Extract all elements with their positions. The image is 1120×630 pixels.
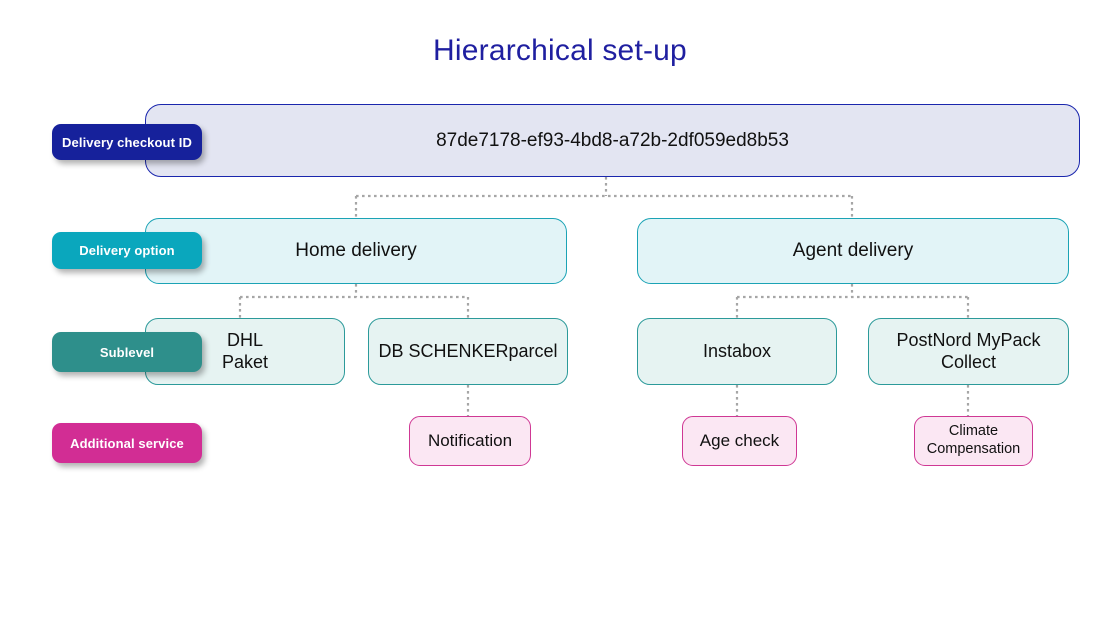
node-label: DB SCHENKERparcel (378, 340, 558, 361)
legend-pill-delivery-checkout-id[interactable]: Delivery checkout ID (52, 124, 202, 160)
node-label-line2: Collect (940, 351, 996, 372)
node-label: Age check (699, 430, 780, 450)
node-postnord-mypack-collect[interactable]: PostNord MyPack Collect (868, 318, 1069, 385)
legend-pill-sublevel[interactable]: Sublevel (52, 332, 202, 372)
node-climate-compensation[interactable]: Climate Compensation (914, 416, 1033, 466)
legend-pill-label: Additional service (70, 435, 184, 451)
legend-pill-label: Delivery checkout ID (62, 134, 192, 150)
node-label: PostNord MyPack Collect (896, 330, 1040, 374)
node-instabox[interactable]: Instabox (637, 318, 837, 385)
node-label-line1: Climate (948, 423, 999, 440)
node-age-check[interactable]: Age check (682, 416, 797, 466)
node-label-line1: PostNord MyPack (896, 329, 1041, 350)
node-label: Instabox (702, 340, 772, 361)
node-label: DHL Paket (222, 330, 268, 374)
node-label: Home delivery (295, 240, 417, 262)
node-delivery-checkout-id[interactable]: 87de7178-ef93-4bd8-a72b-2df059ed8b53 (145, 104, 1080, 177)
legend-pill-additional-service[interactable]: Additional service (52, 423, 202, 463)
node-db-schenkerparcel[interactable]: DB SCHENKERparcel (368, 318, 568, 385)
page-title: Hierarchical set-up (433, 34, 687, 67)
node-label-line1: DHL (226, 329, 263, 350)
legend-pill-delivery-option[interactable]: Delivery option (52, 232, 202, 269)
node-label: Agent delivery (792, 240, 914, 262)
node-label-line2: Paket (221, 351, 269, 372)
node-notification[interactable]: Notification (409, 416, 531, 466)
node-home-delivery[interactable]: Home delivery (145, 218, 567, 284)
legend-pill-label: Sublevel (99, 344, 155, 360)
node-label: 87de7178-ef93-4bd8-a72b-2df059ed8b53 (436, 129, 789, 151)
node-label: Climate Compensation (927, 423, 1021, 458)
node-agent-delivery[interactable]: Agent delivery (637, 218, 1069, 284)
legend-pill-label: Delivery option (79, 243, 175, 258)
node-label-line2: Compensation (926, 441, 1021, 457)
node-label: Notification (427, 430, 513, 450)
